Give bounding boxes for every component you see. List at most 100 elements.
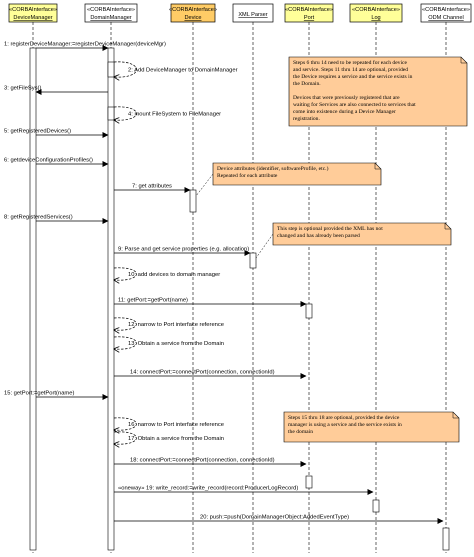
message-label: 9: Parse and get service properties (e.g… xyxy=(118,247,249,253)
activation-bar xyxy=(442,527,450,551)
participant-name: ODM Channel xyxy=(428,15,463,21)
participant-box xyxy=(349,3,403,23)
message-label: 17: Obtain a service from the Domain xyxy=(128,436,224,442)
message-13[interactable]: 13: Obtain a service from the Domain xyxy=(114,336,224,349)
self-message-arrow xyxy=(114,61,137,77)
message-label: 18: connectPort:=connectPort(connection,… xyxy=(130,458,275,464)
note-3: This step is optional provided the XML h… xyxy=(255,222,452,259)
participant-dev[interactable]: «CORBAInterface» Device xyxy=(169,3,217,23)
participant-stereotype: «CORBAInterface» xyxy=(87,7,135,13)
participant-dom[interactable]: «CORBAInterface» DomainManager xyxy=(84,3,138,23)
message-15[interactable]: 15: getPort:=getPort(name) xyxy=(4,391,109,400)
note-box xyxy=(283,411,460,443)
message-1[interactable]: 1: registerDeviceManager:=registerDevice… xyxy=(4,42,166,51)
participant-stereotype: «CORBAInterface» xyxy=(285,7,333,13)
note-line: Device attributes (identifier, softwareP… xyxy=(217,165,329,172)
participant-dm[interactable]: «CORBAInterface» DeviceManager xyxy=(8,3,58,23)
note-line: changed and has already been parsed xyxy=(277,233,360,239)
note-line: the Domain. xyxy=(293,81,321,87)
message-3[interactable]: 3: getFileSys() xyxy=(4,86,108,95)
self-message-arrow xyxy=(114,267,137,280)
note-line: Steps 15 thru 18 are optional, provided … xyxy=(288,415,400,421)
participant-box xyxy=(420,3,472,23)
message-label: 6: getdeviceConfigurationProfiles() xyxy=(4,158,93,164)
message-label: 20: push:=push(DomainManagerObject:Added… xyxy=(200,515,349,521)
participant-box xyxy=(84,3,138,23)
note-line: the Device requires a service and the se… xyxy=(293,74,413,80)
message-label: 4: mount FileSystem to FileManager xyxy=(128,112,221,118)
message-label: 13: Obtain a service from the Domain xyxy=(128,341,224,347)
message-18[interactable]: 18: connectPort:=connectPort(connection,… xyxy=(114,458,307,467)
participant-log[interactable]: «CORBAInterface»Log xyxy=(349,3,403,23)
participant-stereotype: «CORBAInterface» xyxy=(169,7,217,13)
note-line: waiting for Services are also connected … xyxy=(293,101,416,108)
note-line: come into existence during a Device Mana… xyxy=(293,109,396,115)
message-label: 5: getRegisteredDevices() xyxy=(4,129,71,135)
note-line: Devices that were previously registered … xyxy=(293,95,400,101)
message-label: 7: get attributes xyxy=(132,184,172,190)
self-message-arrow xyxy=(114,317,137,330)
note-connector xyxy=(255,233,274,259)
self-message-arrow xyxy=(114,336,137,349)
note-box xyxy=(288,56,468,127)
note-line: manager is using a service and the servi… xyxy=(288,422,402,428)
participant-stereotype: «CORBAInterface» xyxy=(9,7,57,13)
participant-odm[interactable]: «CORBAInterface» ODM Channel xyxy=(420,3,472,23)
message-19[interactable]: «oneway» 19: write_record:=write_record(… xyxy=(114,486,374,495)
participant-name: DomainManager xyxy=(90,15,131,21)
message-12[interactable]: 12: narrow to Port interface reference xyxy=(114,317,224,330)
message-label: 3: getFileSys() xyxy=(4,86,41,92)
note-line: the domain xyxy=(288,429,313,435)
message-label: 14: connectPort:=connectPort(connection,… xyxy=(130,370,275,376)
participant-name: XML Parser xyxy=(238,12,267,18)
message-7[interactable]: 7: get attributes xyxy=(114,184,191,193)
message-label: 2: Add DeviceManager to DomainManager xyxy=(128,68,238,74)
participant-name: Port xyxy=(304,15,315,21)
message-9[interactable]: 9: Parse and get service properties (e.g… xyxy=(114,247,251,256)
participant-box xyxy=(170,3,216,23)
message-label: 8: getRegisteredServices() xyxy=(4,215,73,221)
participant-xml[interactable]: XML Parser xyxy=(232,3,274,23)
message-label: 16: narrow to Port interface reference xyxy=(128,422,224,428)
message-label: 15: getPort:=getPort(name) xyxy=(4,391,74,397)
message-label: 11: getPort:=getPort(name) xyxy=(118,298,188,304)
activation-bar xyxy=(107,61,115,78)
message-8[interactable]: 8: getRegisteredServices() xyxy=(4,215,109,224)
note-2: Device attributes (identifier, softwareP… xyxy=(195,162,382,197)
activation-bar xyxy=(107,106,115,121)
participant-stereotype: «CORBAInterface» xyxy=(422,7,470,13)
note-fold xyxy=(444,223,451,230)
message-label: 10: add devices to domain manager xyxy=(128,272,220,278)
participant-name: DeviceManager xyxy=(13,15,52,21)
activation-bar xyxy=(305,475,313,489)
note-fold xyxy=(452,412,459,419)
participant-box xyxy=(284,3,334,23)
message-10[interactable]: 10: add devices to domain manager xyxy=(114,267,220,280)
participant-box xyxy=(232,3,274,23)
note-line: This step is optional provided the XML h… xyxy=(277,226,383,232)
message-label: 12: narrow to Port interface reference xyxy=(128,322,224,328)
participant-name: Log xyxy=(371,15,380,21)
self-message-arrow xyxy=(114,106,137,120)
participant-port[interactable]: «CORBAInterface» Port xyxy=(284,3,334,23)
message-16[interactable]: 16: narrow to Port interface reference xyxy=(114,417,224,430)
message-20[interactable]: 20: push:=push(DomainManagerObject:Added… xyxy=(114,515,444,524)
note-4: Steps 15 thru 18 are optional, provided … xyxy=(283,411,460,443)
self-message-arrow xyxy=(114,431,137,444)
activation-bar xyxy=(189,189,197,213)
note-line: registration. xyxy=(293,116,320,122)
note-line: Repeated for each attribute xyxy=(217,172,278,179)
note-connector xyxy=(195,173,214,197)
note-fold xyxy=(374,163,381,170)
note-line: and service. Steps 11 thru 14 are option… xyxy=(293,67,408,73)
message-11[interactable]: 11: getPort:=getPort(name) xyxy=(114,298,307,307)
message-17[interactable]: 17: Obtain a service from the Domain xyxy=(114,431,224,444)
message-14[interactable]: 14: connectPort:=connectPort(connection,… xyxy=(114,370,307,379)
participant-name: Device xyxy=(184,15,201,21)
note-fold xyxy=(460,57,467,64)
message-4[interactable]: 4: mount FileSystem to FileManager xyxy=(114,106,221,120)
message-2[interactable]: 2: Add DeviceManager to DomainManager xyxy=(114,61,238,77)
note-box xyxy=(272,222,452,246)
message-5[interactable]: 5: getRegisteredDevices() xyxy=(4,129,109,138)
message-6[interactable]: 6: getdeviceConfigurationProfiles() xyxy=(4,158,109,167)
